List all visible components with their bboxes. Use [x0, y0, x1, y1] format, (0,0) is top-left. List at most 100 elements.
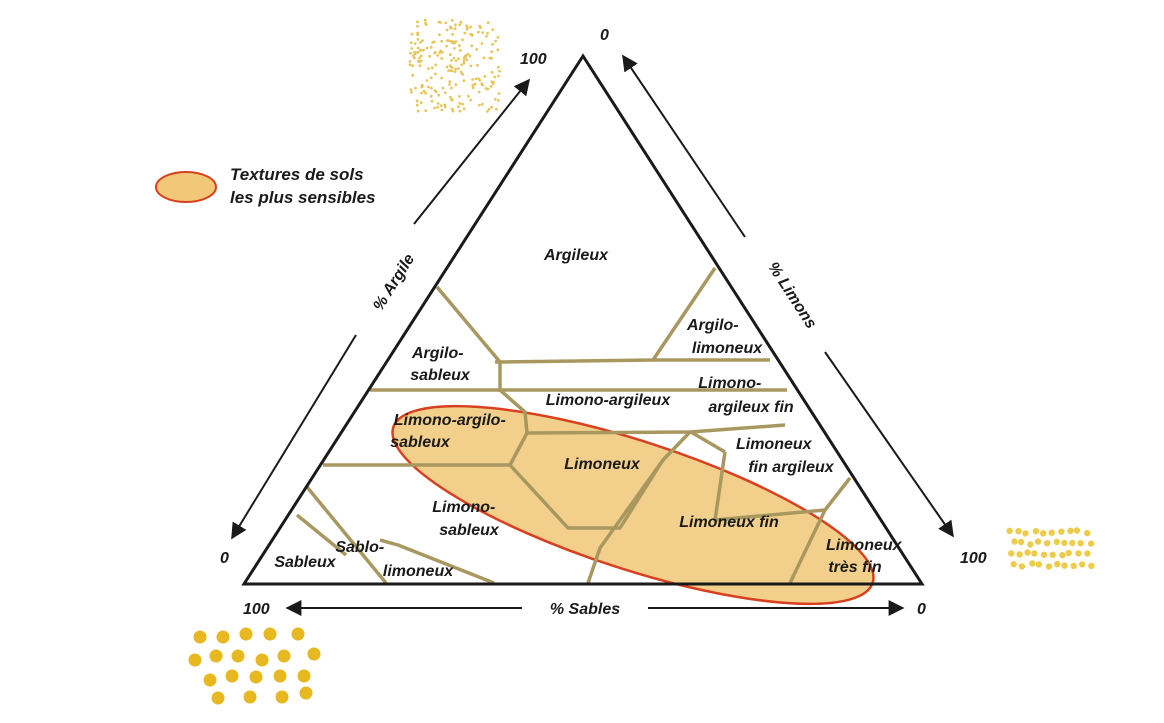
particle-dot — [452, 110, 455, 113]
particle-dot — [451, 33, 454, 36]
particle-dot — [488, 108, 491, 111]
particle-dot — [1044, 540, 1050, 546]
particle-dot — [278, 650, 291, 663]
particle-dot — [455, 59, 458, 62]
particle-dot — [420, 101, 423, 104]
label-sableux: Sableux — [274, 554, 336, 571]
label-limoneux-fin: Limoneux fin — [679, 514, 779, 531]
particle-dot — [434, 73, 437, 76]
particle-dot — [1035, 538, 1041, 544]
tick-argile-100: 100 — [520, 51, 547, 68]
particle-dot — [411, 74, 414, 77]
particle-dot — [498, 70, 501, 73]
particle-dot — [1088, 540, 1094, 546]
particle-dot — [1006, 528, 1012, 534]
particle-dot — [424, 92, 427, 95]
particle-dot — [450, 87, 453, 90]
particle-dot — [494, 98, 497, 101]
particle-dot — [250, 671, 263, 684]
particle-dot — [417, 110, 420, 113]
particle-dot — [433, 107, 436, 110]
particle-dot — [463, 62, 466, 65]
label-limoneux-fin-argileux-l1: Limoneux — [736, 436, 813, 453]
particle-dot — [1054, 539, 1060, 545]
label-limono-argileux-fin-l2: argileux fin — [708, 399, 794, 416]
particle-dot — [430, 46, 433, 49]
particle-dot — [497, 66, 500, 69]
particle-dot — [449, 69, 452, 72]
particle-dot — [1031, 550, 1037, 556]
particle-dot — [426, 79, 429, 82]
particle-dot — [441, 109, 444, 112]
particle-dot — [494, 40, 497, 43]
particle-dot — [467, 53, 470, 56]
particle-dot — [487, 88, 490, 91]
sand-particles-icon — [189, 628, 321, 705]
particle-dot — [416, 21, 419, 24]
particle-dot — [436, 54, 439, 57]
particle-dot — [419, 49, 422, 52]
particle-dot — [463, 79, 466, 82]
particle-dot — [226, 670, 239, 683]
particle-dot — [210, 650, 223, 663]
particle-dot — [449, 96, 452, 99]
particle-dot — [417, 38, 420, 41]
particle-dot — [434, 89, 437, 92]
particle-dot — [300, 687, 313, 700]
particle-dot — [443, 104, 446, 107]
particle-dot — [410, 47, 413, 50]
particle-dot — [1015, 528, 1021, 534]
particle-dot — [274, 670, 287, 683]
particle-dot — [1079, 561, 1085, 567]
particle-dot — [451, 19, 454, 22]
particle-dot — [472, 86, 475, 89]
particle-dot — [440, 57, 443, 60]
particle-dot — [424, 109, 427, 112]
particle-dot — [1027, 541, 1033, 547]
label-sablo-limoneux-l2: limoneux — [383, 563, 454, 580]
axis-title-limons: % Limons — [764, 259, 819, 332]
particle-dot — [1066, 550, 1072, 556]
label-limoneux: Limoneux — [564, 456, 641, 473]
particle-dot — [409, 60, 412, 63]
label-argileux: Argileux — [543, 247, 609, 264]
label-sablo-limoneux-l1: Sablo- — [335, 539, 384, 556]
particle-dot — [1067, 528, 1073, 534]
particle-dot — [1033, 528, 1039, 534]
particle-dot — [457, 67, 460, 70]
silt-particles-icon — [1006, 527, 1094, 569]
legend-swatch — [156, 172, 216, 202]
particle-dot — [1069, 540, 1075, 546]
particle-dot — [240, 628, 253, 641]
tick-sables-0: 0 — [917, 601, 926, 618]
particle-dot — [477, 31, 480, 34]
particle-dot — [409, 63, 412, 66]
particle-dot — [232, 650, 245, 663]
particle-dot — [471, 84, 474, 87]
tick-limons-100: 100 — [960, 550, 987, 567]
particle-dot — [493, 76, 496, 79]
label-limono-argileux-fin-l1: Limono- — [698, 375, 761, 392]
particle-dot — [414, 87, 417, 90]
particle-dot — [1018, 539, 1024, 545]
legend: Textures de sols les plus sensibles — [156, 165, 376, 207]
particle-dot — [424, 19, 427, 22]
particle-dot — [449, 27, 452, 30]
particle-dot — [1008, 550, 1014, 556]
particle-dot — [490, 106, 493, 109]
particle-dot — [445, 45, 448, 48]
particle-dot — [479, 26, 482, 29]
particle-dot — [457, 57, 460, 60]
particle-dot — [490, 85, 493, 88]
particle-dot — [264, 628, 277, 641]
label-limoneux-tres-fin-l1: Limoneux — [826, 537, 903, 554]
particle-dot — [458, 95, 461, 98]
particle-dot — [416, 100, 419, 103]
particle-dot — [461, 103, 464, 106]
particle-dot — [491, 71, 494, 74]
particle-dot — [1059, 552, 1065, 558]
particle-dot — [470, 65, 473, 68]
particle-dot — [439, 21, 442, 24]
label-limono-argileux: Limono-argileux — [546, 392, 672, 409]
particle-dot — [420, 92, 423, 95]
